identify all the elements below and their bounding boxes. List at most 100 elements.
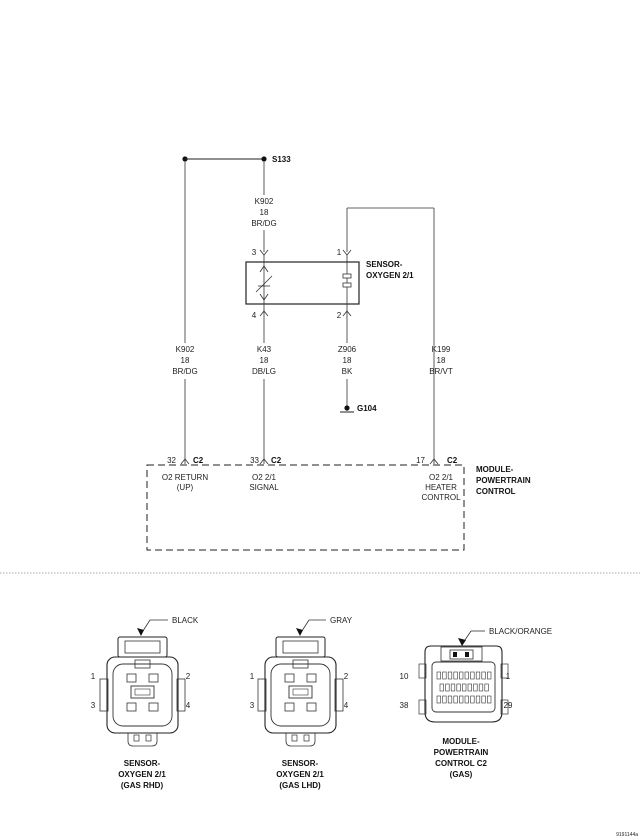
svg-text:2: 2	[186, 672, 191, 681]
svg-text:CONTROL: CONTROL	[421, 493, 461, 502]
svg-text:O2 2/1: O2 2/1	[252, 473, 277, 482]
svg-text:1: 1	[337, 248, 342, 257]
connector-callout: BLACK/ORANGE	[489, 627, 552, 636]
svg-text:38: 38	[400, 701, 409, 710]
wire-k43: K43 18 DB/LG	[252, 345, 276, 455]
svg-text:CONTROL C2: CONTROL C2	[435, 759, 487, 768]
pin-cavity	[473, 683, 478, 692]
wire-gauge: 18	[260, 208, 269, 217]
svg-text:1: 1	[506, 672, 511, 681]
pin-cavity	[470, 695, 475, 704]
svg-text:C2: C2	[447, 456, 458, 465]
pin-cavity	[462, 683, 467, 692]
pin-cavity	[436, 671, 441, 680]
svg-text:(GAS): (GAS)	[450, 770, 473, 779]
pin-cavity	[470, 671, 475, 680]
sensor-pin-1: 1	[337, 248, 352, 262]
svg-text:2: 2	[344, 672, 349, 681]
pcm-module-box: MODULE- POWERTRAIN CONTROL	[146, 464, 531, 551]
ground-g104: G104	[340, 404, 377, 413]
pin-cavity	[436, 695, 441, 704]
svg-text:OXYGEN 2/1: OXYGEN 2/1	[276, 770, 324, 779]
pin-cavity	[445, 683, 450, 692]
svg-text:1: 1	[250, 672, 255, 681]
svg-text:33: 33	[250, 456, 259, 465]
svg-text:(GAS LHD): (GAS LHD)	[279, 781, 321, 790]
pin-cavity	[464, 695, 469, 704]
svg-text:(GAS RHD): (GAS RHD)	[121, 781, 164, 790]
svg-text:29: 29	[504, 701, 513, 710]
pin-cavity	[467, 683, 472, 692]
pin-grid	[436, 671, 492, 704]
svg-text:SIGNAL: SIGNAL	[249, 483, 279, 492]
svg-text:10: 10	[400, 672, 409, 681]
wire-k902-top: K902 18 BR/DG	[251, 162, 277, 252]
svg-text:18: 18	[437, 356, 446, 365]
pin-cavity	[442, 695, 447, 704]
sensor-label-1: SENSOR-	[366, 260, 403, 269]
wire-k199-route	[346, 207, 435, 343]
wire-k902-left: K902 18 BR/DG	[172, 162, 198, 455]
svg-text:32: 32	[167, 456, 176, 465]
connector-view-rhd: BLACK 1 2 3 4 SENSOR- OXYGEN 2/1 (GAS RH…	[91, 616, 199, 790]
pcm-label-1: MODULE-	[476, 465, 514, 474]
pin-cavity	[453, 671, 458, 680]
svg-text:OXYGEN 2/1: OXYGEN 2/1	[118, 770, 166, 779]
svg-text:K902: K902	[176, 345, 195, 354]
pcm-label-2: POWERTRAIN	[476, 476, 531, 485]
sensor-label-2: OXYGEN 2/1	[366, 271, 414, 280]
svg-text:Z906: Z906	[338, 345, 357, 354]
wire-z906: Z906 18 BK	[338, 345, 357, 406]
sensor-pin-2: 2	[337, 304, 352, 343]
pin-cavity	[453, 695, 458, 704]
ground-label: G104	[357, 404, 377, 413]
pin-cavity	[481, 695, 486, 704]
svg-text:4: 4	[344, 701, 349, 710]
pin-cavity	[487, 671, 492, 680]
svg-text:POWERTRAIN: POWERTRAIN	[434, 748, 489, 757]
pin-cavity	[447, 671, 453, 680]
wire-circuit: K902	[255, 197, 274, 206]
connector-callout: GRAY	[330, 616, 353, 625]
sensor-pin-4: 4	[252, 304, 269, 343]
wire-k199: K199 18 BR/VT	[429, 343, 453, 455]
svg-text:HEATER: HEATER	[425, 483, 457, 492]
connector-view-lhd: GRAY 1 2 3 4 SENSOR- OXYGEN 2/1 (GAS LHD…	[250, 616, 353, 790]
svg-text:3: 3	[91, 701, 96, 710]
pcm-terminal-32: 32 C2 O2 RETURN (UP)	[162, 455, 208, 492]
svg-text:18: 18	[343, 356, 352, 365]
svg-text:SENSOR-: SENSOR-	[124, 759, 161, 768]
pcm-label-3: CONTROL	[476, 487, 516, 496]
svg-text:17: 17	[416, 456, 425, 465]
svg-text:DB/LG: DB/LG	[252, 367, 276, 376]
sensor-pin-3: 3	[252, 248, 269, 262]
connector-view-pcm-c2: BLACK/ORANGE 10 1 38 29 MODULE- POWERTRA…	[400, 627, 553, 779]
svg-text:1: 1	[91, 672, 96, 681]
oxygen-sensor-2-1: SENSOR- OXYGEN 2/1	[245, 260, 414, 305]
svg-text:3: 3	[250, 701, 255, 710]
pin-cavity	[481, 671, 486, 680]
splice-s133: S133	[182, 155, 291, 164]
svg-text:O2 RETURN: O2 RETURN	[162, 473, 208, 482]
pin-cavity	[459, 671, 464, 680]
svg-text:C2: C2	[193, 456, 204, 465]
svg-text:BR/VT: BR/VT	[429, 367, 453, 376]
pin-cavity	[439, 683, 444, 692]
svg-text:18: 18	[260, 356, 269, 365]
pcm-terminal-33: 33 C2 O2 2/1 SIGNAL	[249, 455, 282, 492]
svg-text:K199: K199	[432, 345, 451, 354]
pin-cavity	[487, 695, 492, 704]
svg-text:4: 4	[186, 701, 191, 710]
svg-text:C2: C2	[271, 456, 282, 465]
pin-cavity	[442, 671, 447, 680]
pin-cavity	[484, 683, 489, 692]
svg-text:2: 2	[337, 311, 342, 320]
svg-text:BR/DG: BR/DG	[172, 367, 197, 376]
pin-cavity	[456, 683, 461, 692]
pin-cavity	[447, 695, 453, 704]
wire-color: BR/DG	[251, 219, 276, 228]
svg-text:K43: K43	[257, 345, 272, 354]
figure-id: 9191144a	[616, 832, 638, 838]
svg-text:BK: BK	[342, 367, 353, 376]
